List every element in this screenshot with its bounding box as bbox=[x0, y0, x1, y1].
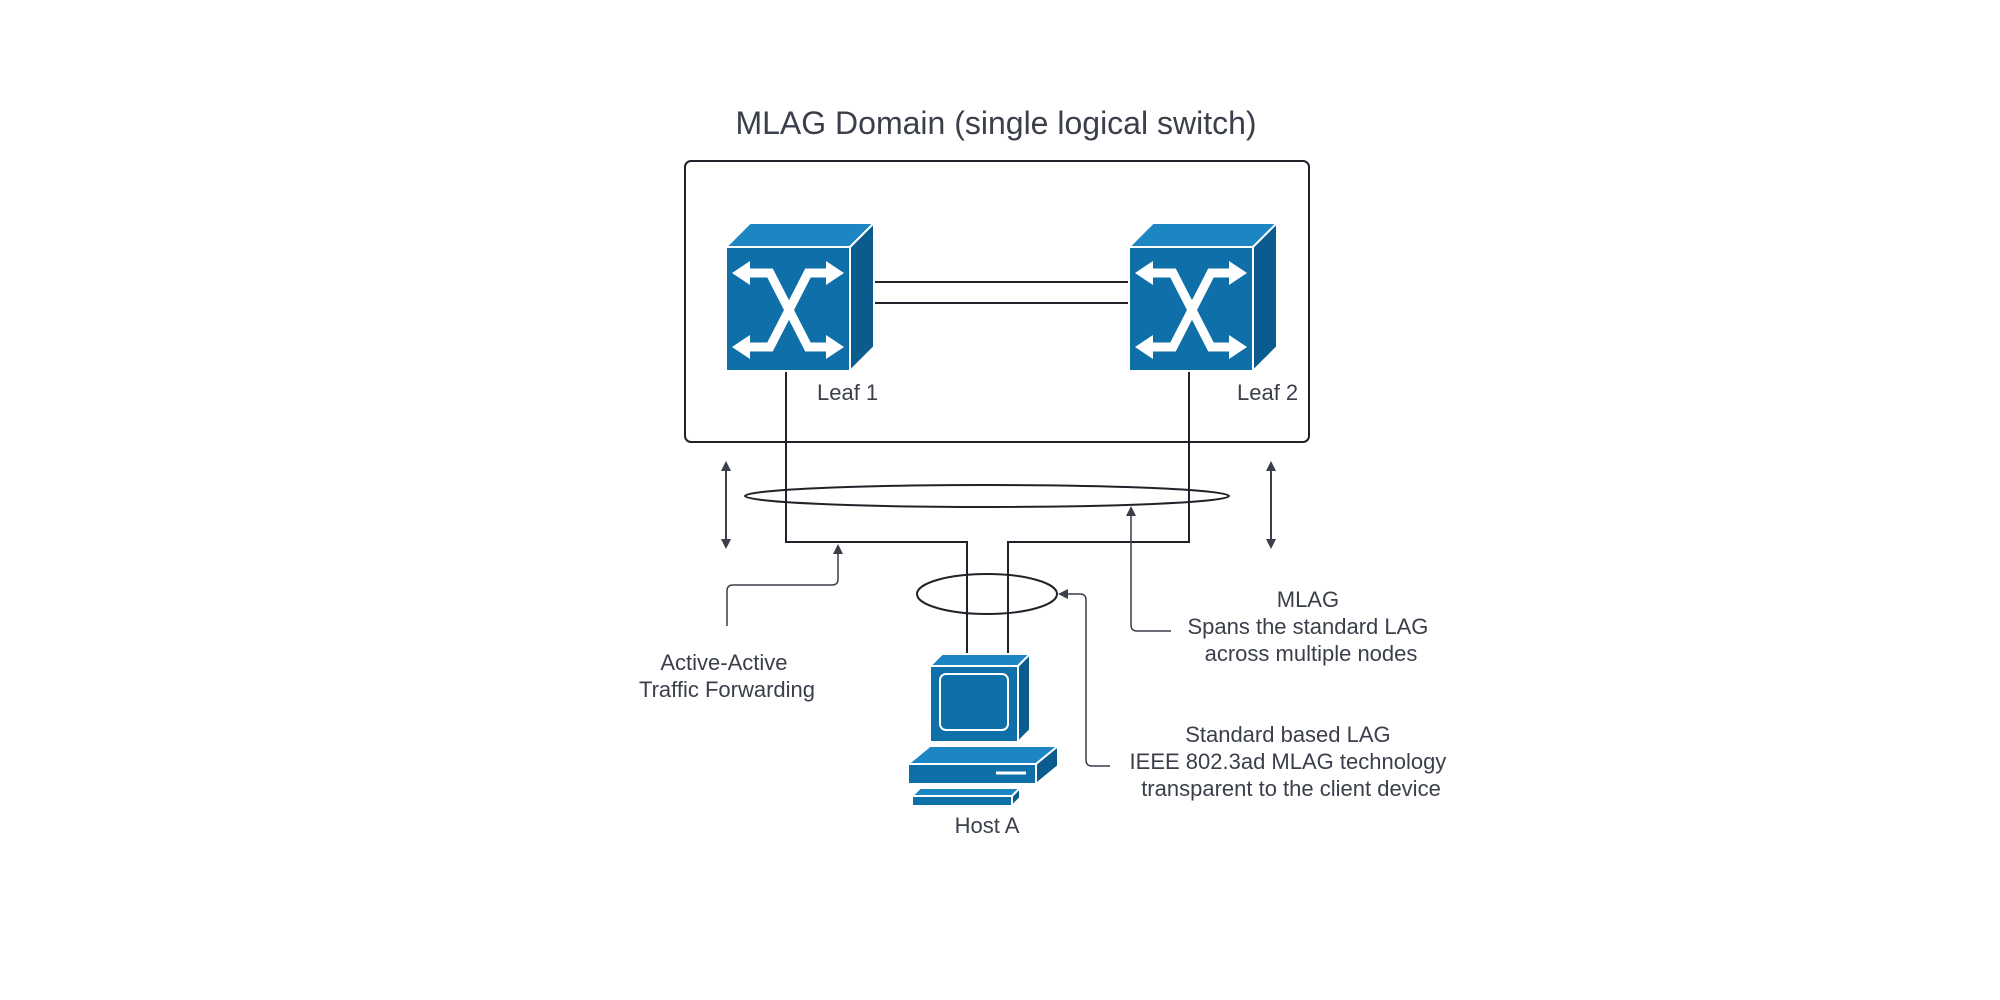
mlag-annotation: MLAG Spans the standard LAG across multi… bbox=[1187, 587, 1434, 666]
mlag-line-3: across multiple nodes bbox=[1205, 641, 1418, 666]
uplink-leaf1 bbox=[785, 372, 968, 668]
leaf1-label: Leaf 1 bbox=[817, 380, 878, 405]
host-lag-ellipse bbox=[916, 573, 1058, 615]
mlag-callout-arrow bbox=[1126, 506, 1171, 632]
diagram-title: MLAG Domain (single logical switch) bbox=[735, 105, 1256, 141]
leaf2-label: Leaf 2 bbox=[1237, 380, 1298, 405]
active-active-annotation: Active-Active Traffic Forwarding bbox=[639, 650, 815, 702]
mlag-bundle-ellipse bbox=[744, 484, 1230, 508]
standard-lag-line-2: IEEE 802.3ad MLAG technology bbox=[1130, 749, 1447, 774]
mlag-line-1: MLAG bbox=[1277, 587, 1339, 612]
host-label: Host A bbox=[955, 813, 1020, 838]
active-active-line-1: Active-Active bbox=[660, 650, 787, 675]
standard-lag-annotation: Standard based LAG IEEE 802.3ad MLAG tec… bbox=[1130, 722, 1453, 801]
switch-icon bbox=[723, 220, 877, 374]
mlag-domain-box bbox=[684, 160, 1310, 443]
mlag-line-2: Spans the standard LAG bbox=[1187, 614, 1428, 639]
active-active-callout-arrow bbox=[726, 544, 843, 626]
standard-lag-line-1: Standard based LAG bbox=[1185, 722, 1390, 747]
standard-lag-line-3: transparent to the client device bbox=[1141, 776, 1441, 801]
uplink-leaf2 bbox=[1007, 372, 1190, 668]
desktop-computer-icon bbox=[905, 651, 1061, 809]
standard-lag-callout-arrow bbox=[1058, 589, 1110, 767]
switch-icon bbox=[1126, 220, 1280, 374]
active-active-line-2: Traffic Forwarding bbox=[639, 677, 815, 702]
